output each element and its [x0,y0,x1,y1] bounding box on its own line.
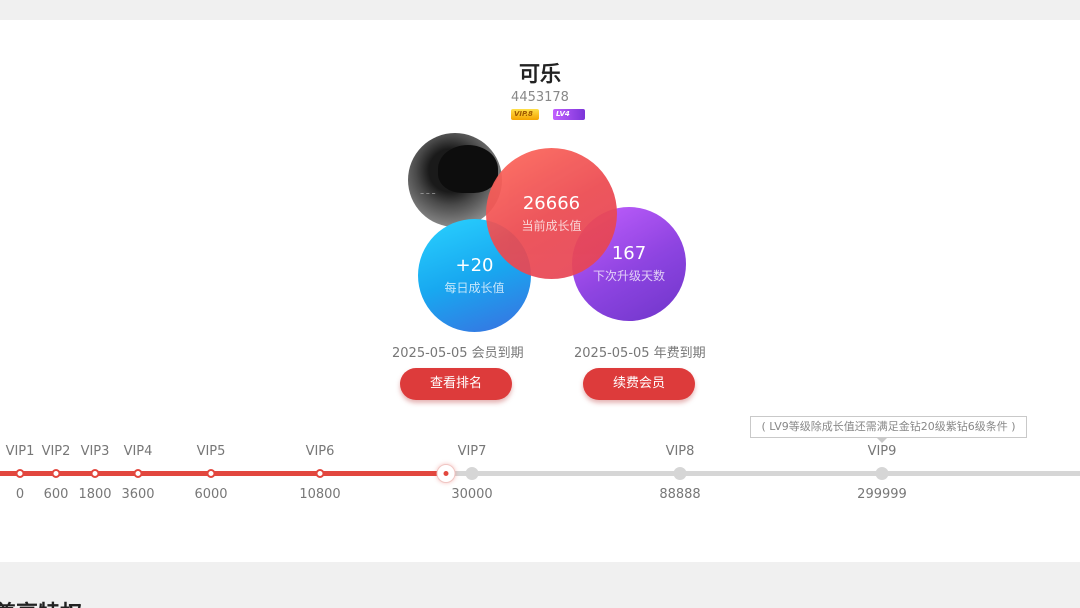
vip9-requirement-tooltip: ( LV9等级除成长值还需满足金钻20级紫钻6级条件 ) [750,416,1027,438]
days-to-upgrade-value: 167 [611,243,647,264]
level-name-vip3: VIP3 [80,444,110,459]
diamond-level-badge: LV4 [553,109,585,120]
user-id: 4453178 [511,90,569,105]
avatar-silhouette-icon [438,145,498,193]
member-expiry: 2025-05-05 会员到期 [392,346,524,361]
level-threshold-vip7: 30000 [451,487,493,502]
level-name-vip6: VIP6 [305,444,335,459]
level-threshold-vip5: 6000 [194,487,228,502]
level-dot-vip1 [15,469,25,478]
view-ranking-button[interactable]: 查看排名 [400,368,512,400]
level-threshold-vip6: 10800 [299,487,341,502]
avatar-signature-icon: ~ ~ ~ [420,191,436,197]
tooltip-arrow-icon [876,437,888,443]
level-name-vip8: VIP8 [665,444,695,459]
level-threshold-vip4: 3600 [121,487,155,502]
days-to-upgrade-label: 下次升级天数 [592,269,665,283]
level-threshold-vip1: 0 [15,487,25,502]
level-name-vip9: VIP9 [867,444,897,459]
daily-growth-value: +20 [455,254,494,276]
level-track-progress [0,471,446,476]
current-growth-value: 26666 [522,192,581,214]
level-dot-vip4 [133,469,143,478]
level-name-vip7: VIP7 [457,444,487,459]
level-dot-vip7 [465,467,479,480]
current-growth-circle: 26666 当前成长值 [486,148,617,279]
level-dot-vip8 [673,467,687,480]
level-threshold-vip3: 1800 [78,487,112,502]
level-name-vip5: VIP5 [196,444,226,459]
level-track [0,471,1080,476]
section-title: 尊享特权 [0,596,82,608]
level-dot-vip5 [206,469,216,478]
level-dot-vip6 [315,469,325,478]
level-threshold-vip8: 88888 [659,487,701,502]
annual-expiry: 2025-05-05 年费到期 [574,346,706,361]
current-growth-label: 当前成长值 [521,218,582,233]
level-name-vip1: VIP1 [5,444,35,459]
daily-growth-label: 每日成长值 [444,280,505,295]
level-dot-vip3 [90,469,100,478]
progress-marker-icon [436,464,456,483]
level-name-vip4: VIP4 [123,444,153,459]
level-threshold-vip9: 299999 [857,487,907,502]
level-dot-vip9 [875,467,889,480]
user-name: 可乐 [519,62,561,86]
vip-level-badge: VIP.8 [511,109,539,120]
renew-membership-button[interactable]: 续费会员 [583,368,695,400]
level-dot-vip2 [51,469,61,478]
level-name-vip2: VIP2 [41,444,71,459]
level-threshold-vip2: 600 [43,487,69,502]
